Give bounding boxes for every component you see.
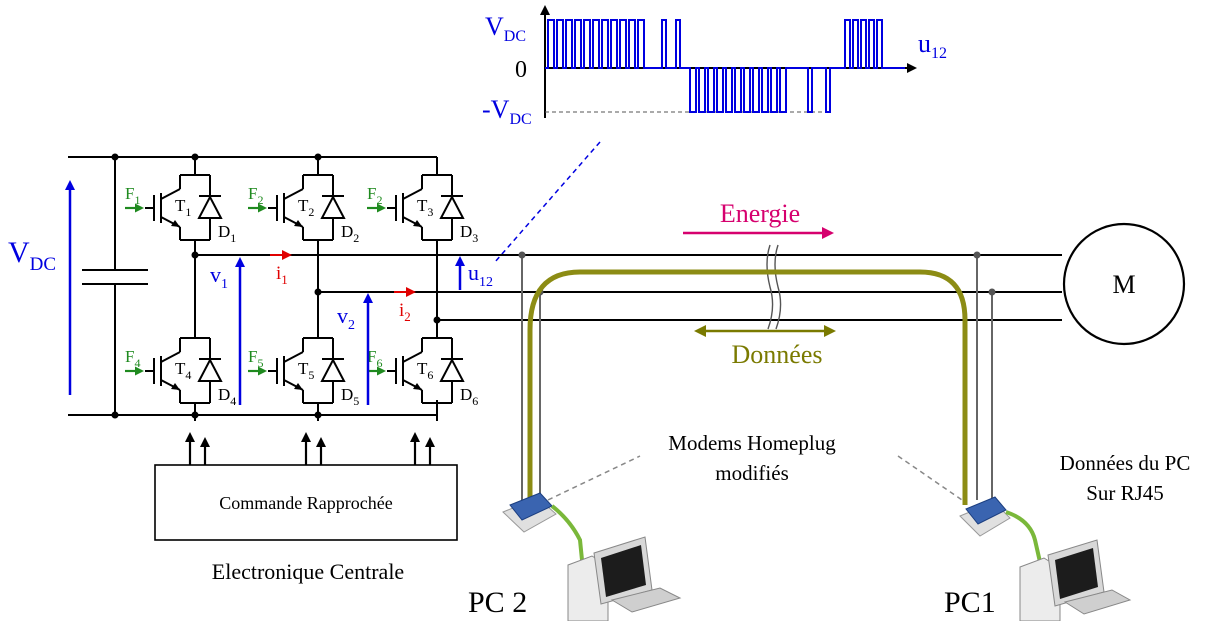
v1-label: v1 <box>210 262 228 292</box>
svg-text:D3: D3 <box>460 222 478 245</box>
wave-neg-vdc-label: -VDC <box>482 95 532 128</box>
svg-text:F2: F2 <box>248 184 263 207</box>
svg-text:F5: F5 <box>248 347 263 370</box>
svg-text:T3: T3 <box>417 196 433 219</box>
svg-text:D2: D2 <box>341 222 359 245</box>
svg-text:T5: T5 <box>298 359 314 382</box>
coupling-wires <box>521 255 993 500</box>
svg-text:T6: T6 <box>417 359 433 382</box>
svg-text:T4: T4 <box>175 359 191 382</box>
pc1-label: PC1 <box>944 586 996 619</box>
pc2-label: PC 2 <box>468 586 527 619</box>
u12-label: u12 <box>468 260 493 290</box>
wave-zero-label: 0 <box>515 57 527 83</box>
svg-text:T1: T1 <box>175 196 191 219</box>
modem-right <box>959 496 1042 563</box>
modem-pointer-left <box>547 455 641 501</box>
motor <box>1062 222 1186 346</box>
svg-text:D5: D5 <box>341 385 359 408</box>
wave-u12-label: u12 <box>918 29 947 62</box>
motor-label: M <box>1112 270 1135 299</box>
svg-text:F4: F4 <box>125 347 140 370</box>
svg-text:F6: F6 <box>367 347 382 370</box>
vdc-label: VDC <box>8 236 56 275</box>
cable-break <box>766 244 782 330</box>
modem-left <box>502 492 584 561</box>
donnees-label: Données <box>732 340 823 369</box>
data-cable <box>527 269 968 505</box>
i2-label: i2 <box>399 300 411 324</box>
svg-text:F1: F1 <box>125 184 140 207</box>
svg-text:F2: F2 <box>367 184 382 207</box>
computer-pc1 <box>1019 539 1132 621</box>
modem-pointer-right <box>897 455 963 501</box>
computer-pc2 <box>567 536 682 621</box>
commande-label: Commande Rapprochée <box>219 493 392 513</box>
zoom-connector <box>494 141 601 263</box>
svg-text:D1: D1 <box>218 222 236 245</box>
energie-label: Energie <box>720 199 800 228</box>
command-arrows <box>185 432 435 465</box>
wave-vdc-label: VDC <box>485 12 526 45</box>
modems-label-line1: Modems Homeplug <box>668 431 836 455</box>
electronique-label: Electronique Centrale <box>212 559 404 584</box>
pwm-waveform <box>545 19 905 113</box>
svg-text:D6: D6 <box>460 385 478 408</box>
svg-text:T2: T2 <box>298 196 314 219</box>
pc-data-label-line1: Données du PC <box>1060 451 1191 475</box>
bridge-nodes <box>111 153 441 419</box>
modems-label-line2: modifiés <box>715 461 789 485</box>
waveform-inset: VDC 0 -VDC u12 <box>482 5 947 128</box>
svg-text:D4: D4 <box>218 385 236 408</box>
pc-data-label-line2: Sur RJ45 <box>1086 481 1164 505</box>
v2-label: v2 <box>337 303 355 333</box>
i1-label: i1 <box>276 263 288 287</box>
